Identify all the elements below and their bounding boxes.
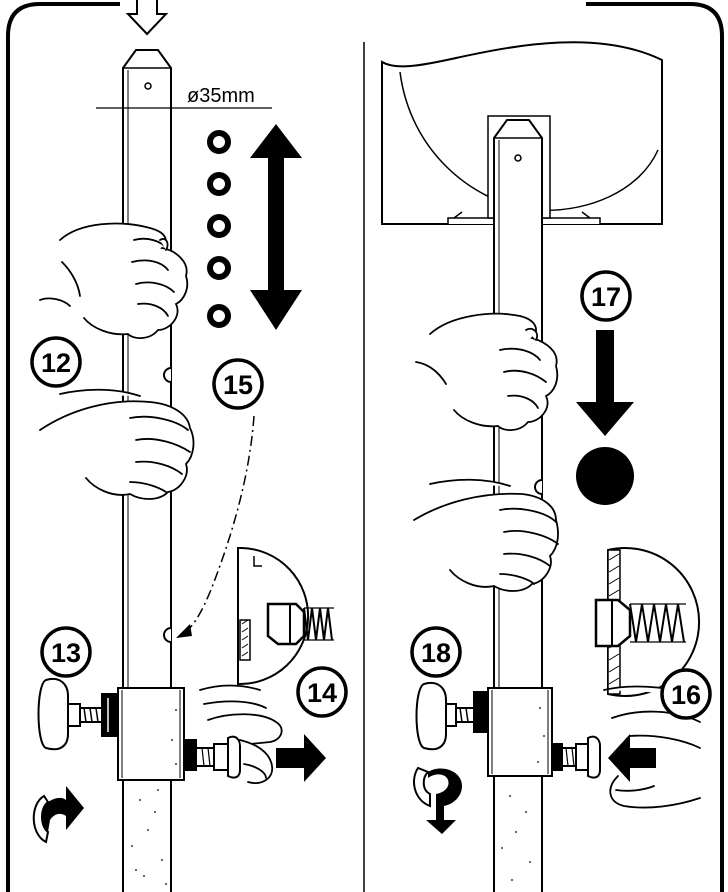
hollow-down-arrow-icon: [125, 0, 169, 36]
detail-circle-14: [237, 547, 334, 686]
double-headed-arrow-icon: [250, 124, 302, 330]
ring-icon: [207, 304, 231, 328]
knob-18: [415, 682, 475, 751]
step-16-badge: 16: [660, 668, 712, 720]
diameter-dimension: [96, 100, 272, 116]
hand-upper-right: [415, 312, 559, 431]
left-panel: ø35mm: [30, 49, 348, 892]
knob-13: [37, 678, 103, 751]
clamp-collar-right: [473, 687, 563, 777]
rotate-arrow-icon: [32, 786, 84, 844]
hand-upper-left: [39, 222, 189, 339]
small-knob-16: [561, 735, 601, 779]
step-18-label: 18: [421, 638, 451, 668]
left-arrow-icon: [608, 734, 656, 782]
hand-lower-right: [413, 478, 559, 592]
clamp-collar-left: [101, 687, 197, 781]
detail-circle-16: [594, 547, 701, 697]
step-13-badge: 13: [40, 626, 92, 678]
step-14-badge: 14: [296, 666, 348, 718]
step-12-badge: 12: [30, 336, 82, 388]
solid-dot-icon: [576, 447, 634, 505]
pole-speckle-right: [501, 707, 545, 881]
down-arrow-icon: [576, 330, 634, 436]
guide-arrowhead: [176, 624, 192, 638]
dashed-guide-path: [183, 415, 255, 635]
frame: [6, 2, 724, 892]
pole-notch-upper: [163, 367, 172, 383]
ring-icon: [207, 214, 231, 238]
step-16-label: 16: [671, 680, 701, 710]
hand-lower-left: [39, 388, 195, 500]
step-17-label: 17: [591, 282, 621, 312]
small-knob-14: [195, 735, 241, 779]
right-arrow-icon: [276, 734, 326, 782]
right-panel: 17 18 16: [381, 41, 712, 892]
step-14-label: 14: [307, 678, 337, 708]
step-18-badge: 18: [410, 626, 462, 678]
step-13-label: 13: [51, 638, 81, 668]
height-rings: [207, 130, 231, 328]
step-15-label: 15: [223, 370, 253, 400]
ring-icon: [207, 172, 231, 196]
pole-notch-right: [534, 479, 543, 495]
pole-speckle-left: [131, 709, 177, 885]
diameter-label: ø35mm: [187, 85, 255, 107]
ring-icon: [207, 130, 231, 154]
step-17-badge: 17: [580, 270, 632, 322]
pole-notch-lower: [163, 627, 172, 643]
step-15-badge: 15: [212, 358, 264, 410]
step-12-label: 12: [41, 348, 71, 378]
ring-icon: [207, 256, 231, 280]
rotate-arrow-icon: [413, 766, 462, 834]
hand-right-14: [199, 684, 283, 784]
